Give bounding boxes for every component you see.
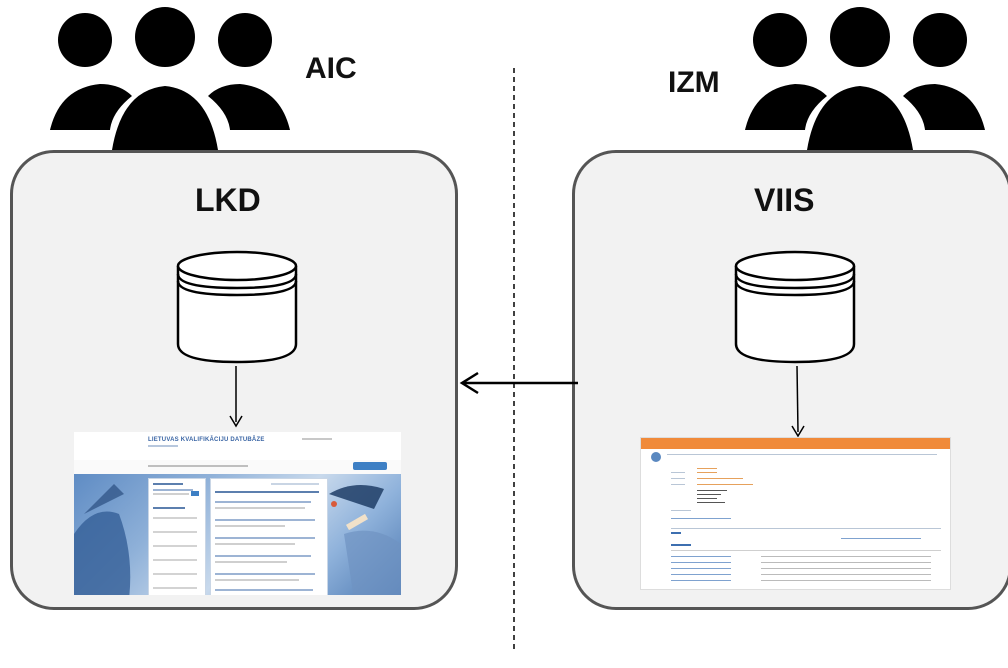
viis-system-title: VIIS xyxy=(754,182,815,218)
left-actor-label: AIC xyxy=(305,52,357,85)
lkd-site-title: LIETUVAS KVALIFIKĀCIJU DATUBĀZE xyxy=(148,437,265,443)
database-icon xyxy=(176,250,298,364)
lkd-db-to-web-arrow xyxy=(229,366,243,428)
database-icon xyxy=(734,250,856,364)
viis-db-to-web-arrow xyxy=(791,365,805,438)
lkd-main-list xyxy=(210,478,328,595)
user-group-icon xyxy=(50,7,290,150)
right-actor-label: IZM xyxy=(668,66,720,99)
user-group-icon xyxy=(745,7,985,150)
lkd-header: LIETUVAS KVALIFIKĀCIJU DATUBĀZE xyxy=(74,432,401,460)
viis-logo-icon xyxy=(651,452,661,462)
viis-website-screenshot xyxy=(640,437,951,590)
lkd-system-title: LKD xyxy=(195,182,261,218)
lkd-nav xyxy=(74,460,401,475)
lkd-side-panel xyxy=(148,478,206,595)
viis-top-bar xyxy=(641,438,950,449)
lkd-website-screenshot: LIETUVAS KVALIFIKĀCIJU DATUBĀZE xyxy=(74,432,401,595)
divider-line xyxy=(513,68,515,650)
viis-to-lkd-arrow xyxy=(459,371,578,395)
